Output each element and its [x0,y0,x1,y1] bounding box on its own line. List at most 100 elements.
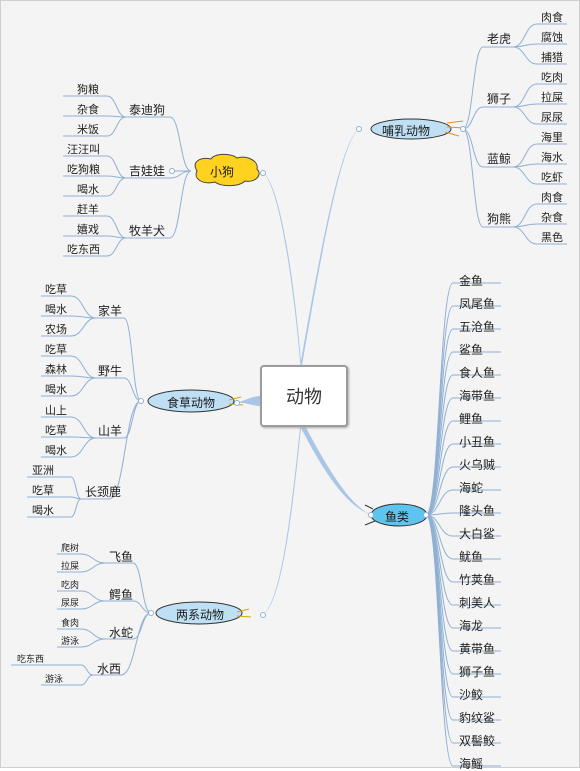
amphibian-leaf-connector [80,553,106,564]
central-topic-label: 动物 [286,387,322,408]
mammal-leaf[interactable]: 黑色 [541,231,563,244]
herbivore-leaf[interactable]: 喝水 [45,303,67,316]
amphibian-leaf-connector [80,664,94,676]
amphibian-group-3[interactable]: 水西 [97,662,122,676]
mammal-leaf[interactable]: 海里 [541,131,563,144]
herbivore-group-0[interactable]: 家羊 [98,304,123,318]
connector-node [169,168,175,174]
mammal-leaf[interactable]: 拉屎 [541,91,563,104]
mammal-group-0[interactable]: 老虎 [487,32,512,46]
fish-item[interactable]: 大白鲨 [459,527,496,541]
herbivore-leaf[interactable]: 农场 [45,323,67,336]
mammal-leaf[interactable]: 尿尿 [541,111,563,124]
fish-item[interactable]: 火乌贼 [459,458,496,472]
connector-node [368,512,374,518]
fish-item[interactable]: 海蛇 [459,481,484,495]
fish-item[interactable]: 鲤鱼 [459,412,484,426]
mammal-leaf[interactable]: 肉食 [541,191,563,204]
fish-item[interactable]: 凤尾鱼 [459,297,496,311]
amphibian-leaf[interactable]: 吃肉 [61,581,80,591]
amphibian-leaf-connector [80,628,106,640]
mammal-leaf[interactable]: 吃肉 [541,71,563,84]
mammal-group-1[interactable]: 狮子 [487,92,512,106]
fish-item[interactable]: 海鳐 [459,757,484,771]
fish-item[interactable]: 小丑鱼 [459,435,496,449]
topic-dog-label[interactable]: 小狗 [210,165,235,179]
fish-item[interactable]: 鲨鱼 [459,343,484,357]
topic-fish-label[interactable]: 鱼类 [385,510,410,524]
herbivore-leaf[interactable]: 喝水 [32,504,54,517]
dog-leaf[interactable]: 杂食 [77,103,99,116]
mammal-group-3[interactable]: 狗熊 [487,212,512,226]
amphibian-group-2[interactable]: 水蛇 [109,626,134,640]
fish-item[interactable]: 双髻鲛 [459,734,496,748]
amphibian-leaf[interactable]: 游泳 [45,675,64,685]
dog-leaf[interactable]: 喝水 [77,183,99,196]
dog-group-1[interactable]: 吉娃娃 [129,164,166,178]
fish-item[interactable]: 海带鱼 [459,389,496,403]
herbivore-leaf[interactable]: 山上 [45,404,67,417]
mammal-leaf[interactable]: 海水 [541,151,563,164]
fish-item-connector [425,305,454,516]
topic-amphibian-label[interactable]: 两系动物 [176,608,225,622]
mammal-group-2[interactable]: 蓝鲸 [487,152,512,166]
fish-item[interactable]: 豹纹鲨 [459,711,496,725]
fish-item[interactable]: 隆头鱼 [459,504,496,518]
dog-leaf[interactable]: 狗粮 [77,83,99,96]
mammal-leaf[interactable]: 捕猎 [541,51,563,64]
topic-dog-shape [194,153,260,187]
dog-leaf[interactable]: 嬉戏 [77,223,99,236]
central-topic[interactable]: 动物 [260,365,348,427]
amphibian-leaf[interactable]: 尿尿 [61,599,80,609]
mammal-leaf-connector [512,43,538,48]
amphibian-leaf[interactable]: 爬树 [61,544,80,554]
amphibian-group-1[interactable]: 鳄鱼 [109,588,134,602]
herbivore-leaf[interactable]: 吃草 [45,283,67,296]
amphibian-group-0[interactable]: 飞鱼 [109,550,134,564]
fish-item[interactable]: 五沧鱼 [459,320,496,334]
dog-leaf[interactable]: 吃东西 [67,243,100,256]
mammal-leaf[interactable]: 腐蚀 [541,31,563,44]
dog-leaf[interactable]: 米饭 [77,123,99,136]
mammal-leaf[interactable]: 吃虾 [541,171,563,184]
amphibian-leaf[interactable]: 拉屎 [61,562,80,572]
mammal-leaf-connector [512,226,538,245]
dog-group-2[interactable]: 牧羊犬 [129,224,166,238]
fish-item[interactable]: 刺美人 [459,596,496,610]
herbivore-leaf-connector [70,317,97,337]
topic-mammal-label[interactable]: 哺乳动物 [382,124,431,138]
herbivore-group-1[interactable]: 野牛 [98,364,123,378]
herbivore-leaf[interactable]: 亚洲 [32,464,54,477]
fish-item[interactable]: 沙鲛 [459,688,484,702]
fish-item[interactable]: 海龙 [459,619,484,633]
herbivore-leaf[interactable]: 喝水 [45,444,67,457]
mammal-leaf-connector [512,103,538,108]
amphibian-leaf[interactable]: 食肉 [61,619,80,629]
amphibian-leaf[interactable]: 吃东西 [17,655,45,665]
herbivore-leaf[interactable]: 森林 [45,363,67,376]
amphibian-leaf[interactable]: 游泳 [61,637,80,647]
fish-item[interactable]: 鱿鱼 [459,550,484,564]
dog-leaf[interactable]: 吃狗粮 [67,163,100,176]
herbivore-leaf[interactable]: 吃草 [45,424,67,437]
herbivore-group-3[interactable]: 长颈鹿 [85,485,122,499]
amphibian-group-connector [132,612,152,640]
fish-item[interactable]: 竹荚鱼 [459,573,496,587]
herbivore-leaf[interactable]: 喝水 [45,383,67,396]
dog-leaf[interactable]: 赶羊 [77,203,99,216]
fish-item[interactable]: 狮子鱼 [459,665,496,679]
herbivore-leaf[interactable]: 吃草 [32,484,54,497]
mammal-leaf[interactable]: 肉食 [541,11,563,24]
topic-herbivore-label[interactable]: 食草动物 [167,396,216,410]
dog-leaf[interactable]: 汪汪叫 [67,143,100,156]
connector-node [148,610,154,616]
mammal-leaf[interactable]: 杂食 [541,211,563,224]
dog-group-connector [169,170,192,179]
fish-item[interactable]: 食人鱼 [459,366,496,380]
herbivore-leaf[interactable]: 吃草 [45,343,67,356]
fish-item[interactable]: 金鱼 [459,274,484,288]
fish-item[interactable]: 黄带鱼 [459,642,496,656]
dog-group-0[interactable]: 泰迪狗 [129,103,166,117]
herbivore-group-2[interactable]: 山羊 [98,424,123,438]
